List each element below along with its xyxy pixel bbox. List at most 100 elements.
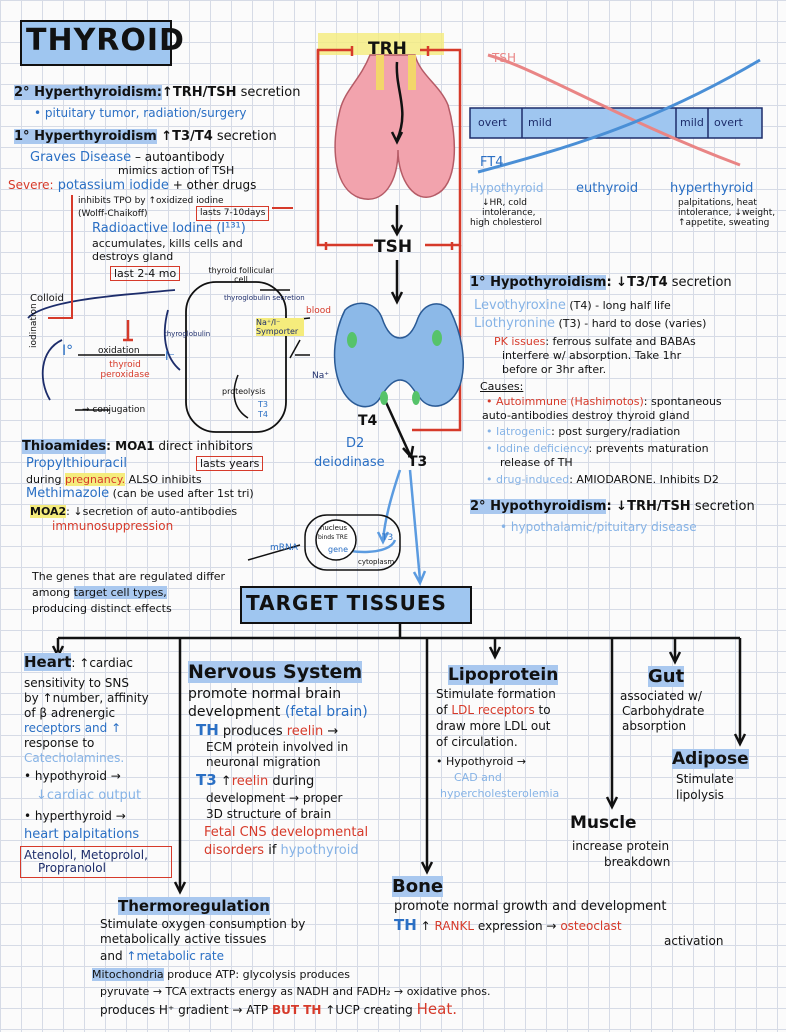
secondary-hyper-causes: • pituitary tumor, radiation/surgery [34,106,247,120]
lipo-desc-1: Stimulate formation [436,687,556,701]
muscle-heading: Muscle [570,813,637,833]
iatrogenic-desc: : post surgery/radiation [551,425,681,438]
trh-label: TRH [368,39,407,59]
nucleus-label: nucleus [320,524,348,532]
mrna-label: mRNA [270,543,298,553]
potassium-iodide-desc: + other drugs [168,178,257,192]
cell-t3-label: T3 [258,400,268,409]
nervous-system-heading: Nervous System [188,661,363,683]
potassium-iodide-line: Severe: potassium iodide + other drugs [8,178,257,193]
primary-hypo-label: 1° Hypothyroidism [470,275,607,290]
page-title-box [20,20,172,66]
tsh-label: TSH [374,237,413,257]
gene-label: gene [328,545,348,554]
iatrogenic-label: • Iatrogenic [486,425,552,438]
primary-hypo-suffix: secretion [667,275,732,290]
hyperthyroid-symptoms: palpitations, heat intolerance, ↓weight,… [678,198,775,228]
bone-desc-1: promote normal growth and development [394,899,667,914]
thermo-atp: produce ATP: glycolysis produces [163,968,351,981]
thermo-desc-6: produces H⁺ gradient → ATP BUT TH ↑UCP c… [100,1002,457,1017]
primary-hypo-value: : ↓T3/T4 [606,275,668,290]
graves-disease-line: Graves Disease – autoantibody [30,150,225,165]
thermo-desc-5: pyruvate → TCA extracts energy as NADH a… [100,985,491,998]
muscle-desc-2: breakdown [604,855,671,869]
nucleus-t3-label: T3 [382,533,394,543]
heart-line1: Heart: ↑cardiac [24,653,133,671]
heart-desc-2: sensitivity to SNS [24,676,129,690]
secondary-hyper-suffix: secretion [236,85,301,100]
gut-desc-1: associated w/ [620,689,702,703]
thermoregulation-heading: Thermoregulation [118,897,270,915]
bone-th: TH [394,916,417,934]
pk-issues-desc2: interfere w/ absorption. Take 1hr [502,349,682,362]
bone-heading: Bone [392,876,444,897]
levothyroxine-label: Levothyroxine [474,298,566,313]
lipoprotein-heading: Lipoprotein [448,665,559,685]
ptu-desc-b: ALSO inhibits [125,473,202,486]
heart-desc-1: : ↑cardiac [71,656,133,670]
levothyroxine-desc: (T4) - long half life [565,299,671,312]
thyroglobulin-secretion-label: thyroglobulin secretion [224,294,305,302]
thermo-ucp: ↑UCP creating [321,1003,417,1017]
heart-desc-7: Catecholamines. [24,751,125,765]
thermo-and: and [100,949,127,963]
secondary-hypo-label: 2° Hypothyroidism [470,499,607,514]
thyroid-peroxidase-label: thyroid peroxidase [100,360,150,380]
lipo-desc-3: draw more LDL out [436,719,551,733]
nervous-desc-7: development → proper [206,791,343,805]
nervous-disorders: disorders [204,843,265,858]
target-tissues-title: TARGET TISSUES [246,591,447,615]
bone-up: ↑ [416,919,435,933]
secondary-hyperthyroidism-heading: 2° Hyperthyroidism:↑TRH/TSH secretion [14,85,301,100]
oxidation-label: oxidation [98,346,140,356]
primary-hyperthyroidism-heading: 1° Hyperthyroidism ↑T3/T4 secretion [14,129,277,144]
moa2-desc: : ↓secretion of auto-antibodies [66,505,238,518]
pk-issues-label: PK issues [494,335,546,348]
nervous-desc-3: TH produces reelin → [196,721,339,739]
lipo-to: to [534,703,551,717]
thermo-desc-4: Mitochondria produce ATP: glycolysis pro… [92,968,350,981]
liothyronine-desc: (T3) - hard to dose (varies) [554,317,707,330]
graves-disease-desc: – autoantibody [131,150,225,164]
nervous-if: if [264,843,281,858]
nervous-th: TH [196,721,219,739]
binds-tre-label: binds TRE [318,534,348,541]
adipose-desc-2: lipolysis [676,788,724,802]
nervous-up: ↑ [216,774,232,789]
thyroid-gland-drawing [333,302,464,408]
adipose-desc-1: Stimulate [676,772,734,786]
bone-expression: expression → [474,919,561,933]
potassium-iodide-duration: lasts 7-10days [196,206,270,221]
genes-note-among: among [32,586,74,599]
hypo-symptom-1: ↓HR, cold [482,198,527,208]
primary-hyper-label: 1° Hyperthyroidism [14,129,157,144]
pk-issues-desc3: before or 3hr after. [502,363,607,376]
t4-label: T4 [358,413,378,429]
autoimmune-desc2: auto-antibodies destroy thyroid gland [482,409,690,422]
beta-blockers-line2: Propranolol [38,861,106,875]
drug-induced-line: • drug-induced: AMIODARONE. Inhibits D2 [486,473,719,486]
nervous-arrow: → [323,724,339,739]
t3-label: T3 [408,454,428,470]
graph-ft4-label: FT4 [480,155,504,170]
iodide-label: I⁻ [165,349,175,363]
genes-note-line1: The genes that are regulated differ [32,570,226,583]
propylthiouracil-desc: during pregnancy. ALSO inhibits [26,473,202,486]
methimazole-desc: (can be used after 1st tri) [109,487,254,500]
graph-mild-right: mild [680,116,704,129]
drug-induced-desc: : AMIODARONE. Inhibits D2 [569,473,719,486]
hypothyroid-symptoms: ↓HR, cold intolerance, high cholesterol [470,198,554,228]
hypo-symptom-3: high cholesterol [470,218,542,228]
lipo-ldl-receptors: LDL receptors [451,703,535,717]
nervous-hypothyroid: hypothyroid [280,843,359,858]
thermo-desc-2: metabolically active tissues [100,932,267,946]
iodine-label: I° [62,343,74,359]
thermo-metabolic-rate: ↑metabolic rate [126,949,224,963]
graves-desc-line2: mimics action of TSH [118,164,235,177]
lipo-desc-7: hypercholesterolemia [440,787,560,800]
wolff-chaikoff: (Wolff-Chaikoff) [78,209,148,219]
graph-tsh-label: TSH [492,51,516,65]
autoimmune-label: • Autoimmune (Hashimotos) [486,395,644,408]
lipo-desc-6: CAD and [454,771,502,784]
